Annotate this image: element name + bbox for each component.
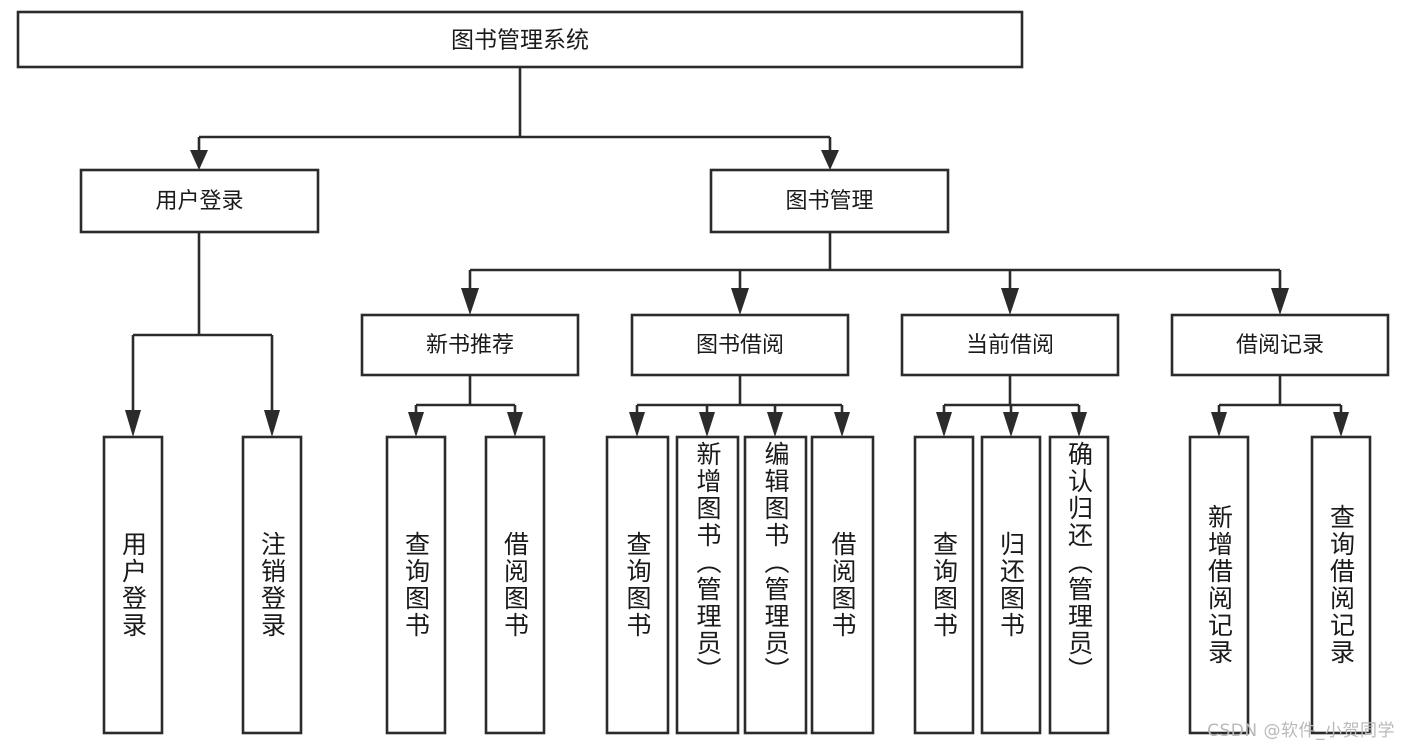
arrow-head-nb-leaf-2 (507, 412, 523, 437)
arrow-head-borrow-record (1271, 288, 1289, 315)
node-root[interactable]: 图书管理系统 (16, 10, 1024, 69)
arrow-head-br-leaf-1 (1211, 412, 1227, 437)
arrow-head-cb-leaf-1 (936, 412, 952, 437)
node-user-login-box[interactable] (79, 168, 320, 234)
arrow-head-borrow-book (731, 288, 749, 315)
connector-group (125, 67, 1349, 437)
leaf-box-query-book-nb[interactable] (385, 435, 447, 735)
node-book-management-label: 图书管理 (785, 189, 873, 214)
node-borrow-record-label: 借阅记录 (1236, 333, 1324, 358)
leaf-box-add-book-admin[interactable] (675, 435, 740, 735)
arrow-head-bb-leaf-4 (834, 412, 850, 437)
arrow-head-leaf-logout (264, 410, 280, 437)
leaf-box-query-book-cb[interactable] (913, 435, 975, 735)
arrow-head-bb-leaf-1 (629, 412, 645, 437)
node-book-borrow[interactable]: 图书借阅 (630, 313, 850, 377)
arrow-head-bb-leaf-2 (699, 412, 715, 437)
arrow-head-user-login (190, 150, 208, 170)
arrow-head-current-borrow (1001, 288, 1019, 315)
node-user-login[interactable]: 用户登录 (79, 168, 320, 234)
node-new-book-recommend-box[interactable] (360, 313, 580, 377)
arrow-head-bb-leaf-3 (767, 412, 783, 437)
node-new-book-recommend[interactable]: 新书推荐 (360, 313, 580, 377)
node-book-borrow-box[interactable] (630, 313, 850, 377)
node-new-book-recommend-label: 新书推荐 (426, 333, 514, 358)
leaf-box-confirm-return[interactable] (1048, 435, 1110, 735)
node-book-borrow-label: 图书借阅 (696, 333, 784, 358)
leaf-box-query-record[interactable] (1310, 435, 1372, 735)
node-book-management[interactable]: 图书管理 (709, 168, 950, 234)
leaf-box-borrow-book-bb[interactable] (810, 435, 875, 735)
node-current-borrow[interactable]: 当前借阅 (900, 313, 1120, 377)
leaf-box-return-book[interactable] (980, 435, 1042, 735)
watermark-text: CSDN @软件_小贺同学 (1207, 721, 1395, 741)
leaf-box-query-book-bb[interactable] (605, 435, 670, 735)
arrow-head-nb-leaf-1 (408, 412, 424, 437)
node-borrow-record[interactable]: 借阅记录 (1170, 313, 1390, 377)
node-user-login-label: 用户登录 (155, 189, 243, 214)
leaf-boxes-group (102, 435, 1372, 735)
node-current-borrow-label: 当前借阅 (966, 333, 1054, 358)
arrow-head-br-leaf-2 (1333, 412, 1349, 437)
leaf-box-logout[interactable] (241, 435, 303, 735)
leaf-box-user-login[interactable] (102, 435, 164, 735)
arrow-head-cb-leaf-2 (1003, 412, 1019, 437)
leaf-box-borrow-book-nb[interactable] (484, 435, 546, 735)
arrow-head-new-book (461, 288, 479, 315)
node-root-label: 图书管理系统 (451, 28, 589, 54)
node-current-borrow-box[interactable] (900, 313, 1120, 377)
node-root-box[interactable] (16, 10, 1024, 69)
leaf-box-edit-book-admin[interactable] (743, 435, 808, 735)
node-borrow-record-box[interactable] (1170, 313, 1390, 377)
arrow-head-book-mgmt (821, 150, 839, 170)
arrow-head-leaf-user-login (125, 410, 141, 437)
arrow-head-cb-leaf-3 (1071, 412, 1087, 437)
node-book-management-box[interactable] (709, 168, 950, 234)
leaf-box-add-record[interactable] (1188, 435, 1250, 735)
